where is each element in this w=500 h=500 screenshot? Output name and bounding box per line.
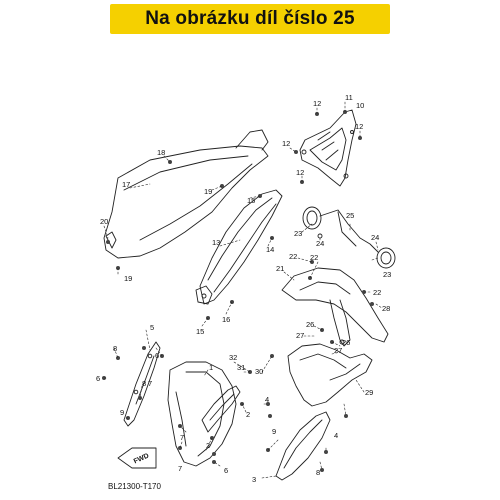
part-3-panel (275, 411, 331, 481)
callout: 27 (334, 346, 342, 355)
callout: 6 (96, 374, 100, 383)
callout: 4 (265, 395, 269, 404)
callout: 27 (296, 331, 304, 340)
part-25-assembly (302, 206, 396, 269)
callout: 11 (345, 93, 353, 102)
callout: 20 (100, 217, 108, 226)
callout: 2 (246, 410, 250, 419)
callout: 19 (204, 187, 212, 196)
callout: 2 (206, 441, 210, 450)
callout: 10 (356, 101, 364, 110)
callout: 26 (306, 320, 314, 329)
leader-lines (103, 101, 383, 479)
callout: 7 (180, 433, 184, 442)
callout: 8 (316, 468, 320, 477)
callout: 22 (373, 288, 381, 297)
callout: 6 (224, 466, 228, 475)
part-5-stay (123, 341, 161, 427)
callout: 9 (272, 427, 276, 436)
callout: 30 (255, 367, 263, 376)
fwd-label: FWD (133, 452, 150, 465)
callout: 21 (276, 264, 284, 273)
callout: 9 (120, 408, 124, 417)
part-29-cover (287, 343, 373, 407)
callout: 8 (142, 379, 146, 388)
callout: 13 (212, 238, 220, 247)
callout: 18 (157, 148, 165, 157)
part-13-inner-panel (195, 189, 283, 305)
part-17-side-cowl (103, 129, 269, 259)
callout: 6 (155, 351, 159, 360)
callout: 23 (294, 229, 302, 238)
callout-labels: 12 11 10 12 12 12 18 17 19 15 20 19 13 1… (96, 93, 391, 484)
part-10-bracket (299, 109, 357, 187)
drawing-code: BL21300-T170 (108, 482, 161, 491)
callout: 4 (334, 431, 338, 440)
callout: 5 (150, 323, 154, 332)
part-21-fender (281, 267, 389, 347)
callout: 23 (383, 270, 391, 279)
callout: 14 (266, 245, 274, 254)
callout: 12 (296, 168, 304, 177)
callout: 28 (382, 304, 390, 313)
callout: 7 (148, 379, 152, 388)
callout: 22 (289, 252, 297, 261)
callout: 29 (365, 388, 373, 397)
callout: 24 (316, 239, 324, 248)
callout: 24 (371, 233, 379, 242)
callout: 1 (209, 363, 213, 372)
callout: 22 (310, 253, 318, 262)
callout: 19 (124, 274, 132, 283)
callout: 7 (178, 464, 182, 473)
callout: 26 (342, 338, 350, 347)
callout: 17 (122, 180, 130, 189)
banner-text: Na obrázku díl číslo 25 (145, 8, 355, 29)
callout: 12 (355, 122, 363, 131)
callout: 8 (113, 344, 117, 353)
callout: 16 (222, 315, 230, 324)
part-7-stay (201, 385, 241, 433)
callout: 31 (237, 363, 245, 372)
title-banner: Na obrázku díl číslo 25 (110, 4, 390, 34)
callout: 15 (196, 327, 204, 336)
part-1-front-fender (167, 361, 237, 467)
callout: 3 (252, 475, 256, 484)
callout: 12 (282, 139, 290, 148)
callout: 12 (313, 99, 321, 108)
callout: 25 (346, 211, 354, 220)
fwd-arrow-icon (117, 447, 157, 469)
callout: 32 (229, 353, 237, 362)
callout: 15 (247, 196, 255, 205)
